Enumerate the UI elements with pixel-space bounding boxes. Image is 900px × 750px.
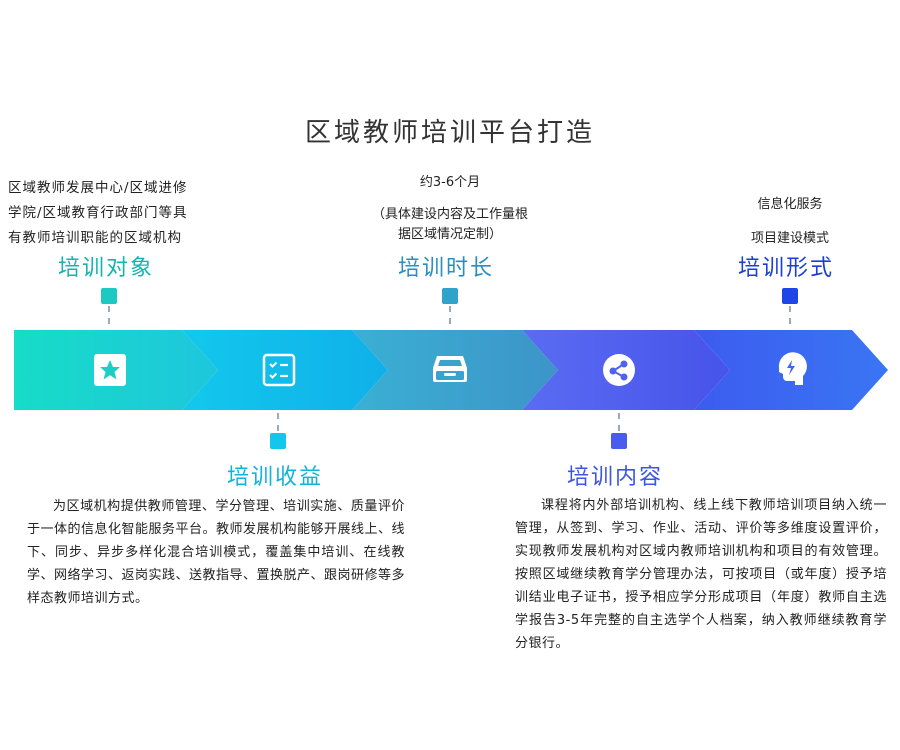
target-connector xyxy=(108,306,110,324)
arrow-segment-benefit xyxy=(182,330,388,410)
content-connector xyxy=(618,413,620,431)
lightbulb-head-icon xyxy=(778,352,807,385)
benefit-heading: 培训收益 xyxy=(227,465,324,490)
page-title: 区域教师培训平台打造 xyxy=(304,118,595,148)
inbox-tray-icon xyxy=(433,356,467,382)
duration-line2: （具体建设内容及工作量根 xyxy=(371,207,528,222)
target-desc-line: 区域教师发展中心/区域进修 xyxy=(8,180,188,196)
duration-marker xyxy=(442,288,458,304)
target-description: 区域教师发展中心/区域进修 学院/区域教育行政部门等具 有教师培训职能的区域机构 xyxy=(8,176,238,251)
format-marker xyxy=(782,288,798,304)
format-connector xyxy=(789,306,791,324)
duration-heading: 培训时长 xyxy=(398,256,495,281)
duration-line3: 据区域情况定制） xyxy=(397,227,502,242)
benefit-marker xyxy=(270,433,286,449)
content-marker xyxy=(611,433,627,449)
star-icon xyxy=(94,354,126,386)
benefit-connector xyxy=(277,413,279,431)
duration-line1: 约3-6个月 xyxy=(419,175,481,190)
arrow-timeline xyxy=(14,330,888,410)
content-paragraph: 课程将内外部培训机构、线上线下教师培训项目纳入统一管理，从签到、学习、作业、活动… xyxy=(515,498,887,651)
share-nodes-icon xyxy=(603,354,635,386)
benefit-paragraph: 为区域机构提供教师管理、学分管理、培训实施、质量评价于一体的信息化智能服务平台。… xyxy=(27,499,406,606)
format-heading: 培训形式 xyxy=(738,256,835,281)
target-marker xyxy=(101,288,117,304)
target-desc-line: 学院/区域教育行政部门等具 xyxy=(8,205,188,221)
content-heading: 培训内容 xyxy=(567,465,664,490)
checklist-icon xyxy=(262,353,296,387)
target-desc-line: 有教师培训职能的区域机构 xyxy=(8,230,182,246)
duration-connector xyxy=(449,306,451,324)
target-heading: 培训对象 xyxy=(58,256,155,281)
format-line2: 项目建设模式 xyxy=(750,231,829,246)
format-line1: 信息化服务 xyxy=(757,197,823,212)
